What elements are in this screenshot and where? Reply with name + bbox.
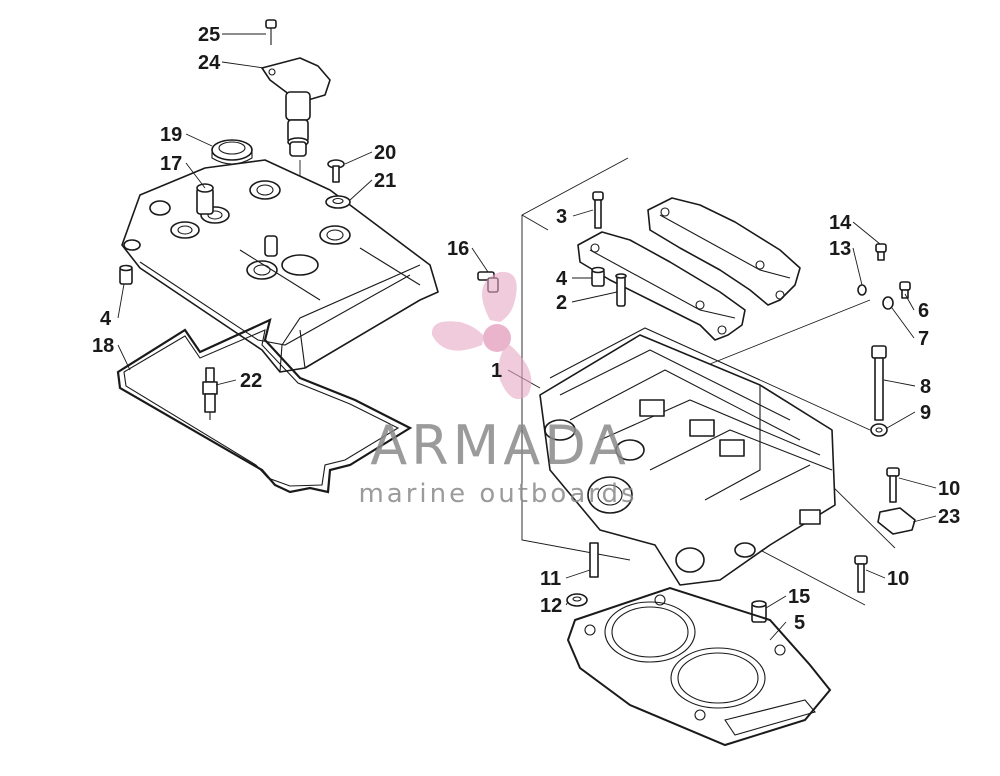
seal-ring <box>211 139 253 165</box>
callout-14: 14 <box>829 212 852 234</box>
callout-24: 24 <box>198 52 221 74</box>
bolt-10-upper <box>886 467 900 503</box>
head-gasket <box>566 586 832 747</box>
bolt-6 <box>899 281 911 299</box>
callout-1: 1 <box>491 360 502 382</box>
cap-bolt-3 <box>592 191 604 229</box>
callout-5: 5 <box>794 612 805 634</box>
callout-20: 20 <box>374 142 396 164</box>
bolt-14 <box>875 243 887 261</box>
callout-25: 25 <box>198 24 220 46</box>
dowel-pin-left <box>119 264 133 285</box>
callout-12: 12 <box>540 595 562 617</box>
callout-4-left: 4 <box>100 308 112 330</box>
watermark-tagline: marine outboards <box>358 479 637 509</box>
spark-plug <box>202 367 218 420</box>
bolt-10-lower <box>854 555 868 593</box>
callout-13: 13 <box>829 238 851 260</box>
callout-23: 23 <box>938 506 960 528</box>
callout-15: 15 <box>788 586 810 608</box>
callout-11: 11 <box>540 568 561 590</box>
armada-propeller-logo <box>431 271 532 400</box>
callout-8: 8 <box>920 376 931 398</box>
head-bolt-8 <box>871 345 887 421</box>
callout-3: 3 <box>556 206 567 228</box>
callout-10-upper: 10 <box>938 478 960 500</box>
washer-13 <box>857 284 867 296</box>
washer-7 <box>882 296 894 310</box>
cover-washer <box>325 195 351 209</box>
oil-jet-2 <box>615 273 627 307</box>
callout-19: 19 <box>160 124 182 146</box>
callout-7: 7 <box>918 328 929 350</box>
callout-21: 21 <box>374 170 396 192</box>
callout-22: 22 <box>240 370 262 392</box>
armada-watermark: ARMADA marine outboards <box>358 271 637 509</box>
cover-gasket <box>116 318 413 494</box>
cylinder-head <box>539 327 836 586</box>
stud-11 <box>589 542 599 578</box>
callout-4-right: 4 <box>556 268 568 290</box>
leader-lines <box>117 33 937 641</box>
callout-2: 2 <box>556 292 567 314</box>
cam-cap-rear <box>647 197 801 306</box>
callout-labels: 25 24 19 17 20 21 4 18 22 16 1 3 4 2 14 … <box>92 24 960 634</box>
watermark-brand: ARMADA <box>370 414 630 477</box>
ignition-coil <box>261 57 331 157</box>
cover-bolt <box>327 159 345 183</box>
washer-9 <box>870 423 888 437</box>
valve-cover <box>121 159 439 373</box>
callout-6: 6 <box>918 300 929 322</box>
callout-9: 9 <box>920 402 931 424</box>
cam-cap-front <box>577 231 746 341</box>
coil-bolt <box>265 19 277 45</box>
nut-12 <box>566 593 588 607</box>
callout-16: 16 <box>447 238 469 260</box>
callout-17: 17 <box>160 153 182 175</box>
dowel-pin-right <box>591 266 605 287</box>
bracket-23 <box>877 507 916 535</box>
callout-10-lower: 10 <box>887 568 909 590</box>
callout-18: 18 <box>92 335 114 357</box>
